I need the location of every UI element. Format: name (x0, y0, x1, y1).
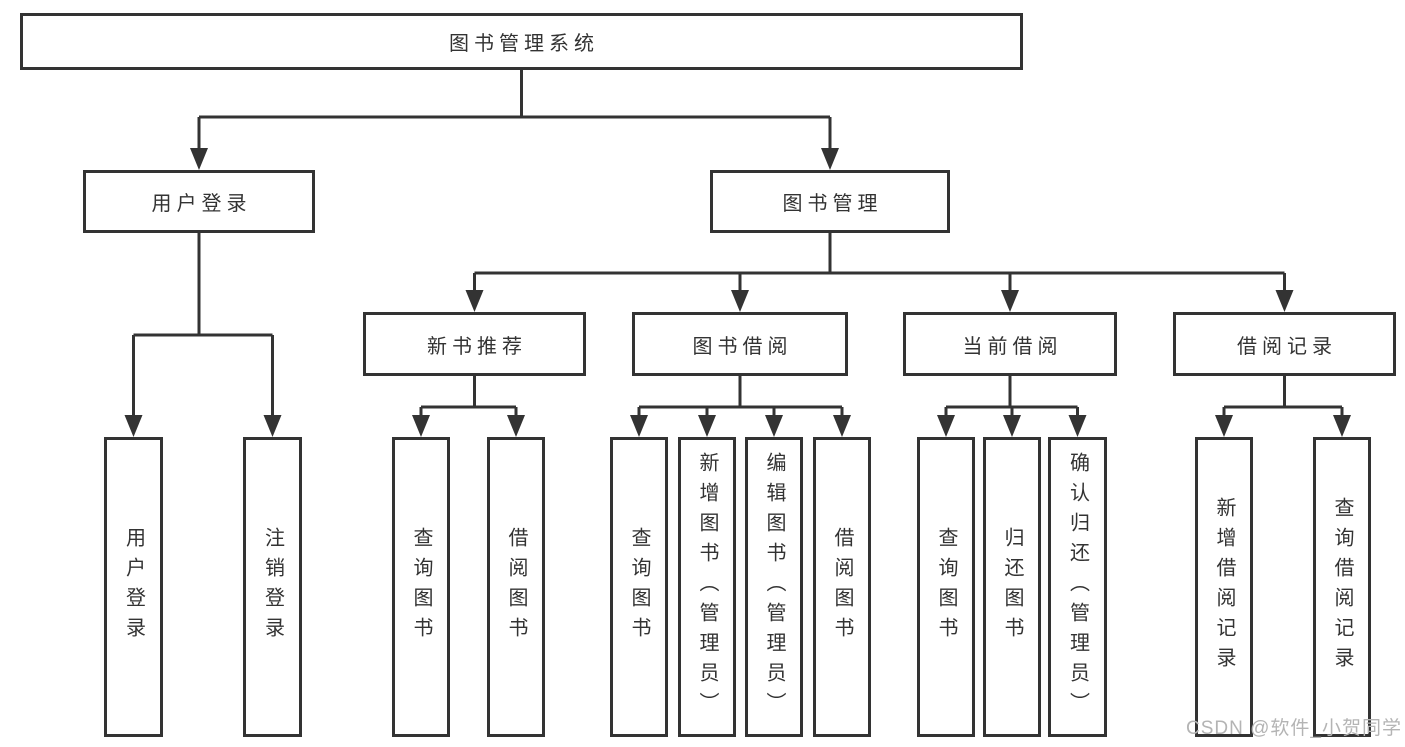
leaf-query-borrow-record: 查询借阅记录 (1313, 437, 1371, 737)
leaf-label: 注销登录 (261, 527, 284, 647)
leaf-label: 查询图书 (935, 527, 957, 647)
node-current-borrowing: 当前借阅 (903, 312, 1117, 376)
leaf-confirm-return-admin: 确认归还（管理员） (1048, 437, 1107, 737)
leaf-edit-book-admin: 编辑图书（管理员） (745, 437, 803, 737)
node-library-management-system: 图书管理系统 (20, 13, 1023, 70)
node-user-login: 用户登录 (83, 170, 315, 233)
leaf-add-borrow-record: 新增借阅记录 (1195, 437, 1253, 737)
arrowhead-icons (124, 148, 1351, 437)
leaf-label: 用户登录 (122, 527, 145, 647)
node-new-book-recommend: 新书推荐 (363, 312, 586, 376)
csdn-watermark: CSDN @软件_小贺同学 (1186, 718, 1402, 739)
leaf-label: 查询借阅记录 (1331, 497, 1353, 677)
leaf-borrow-books-1: 借阅图书 (487, 437, 545, 737)
leaf-label: 借阅图书 (831, 527, 853, 647)
leaf-borrow-books-2: 借阅图书 (813, 437, 871, 737)
leaf-query-books-1: 查询图书 (392, 437, 450, 737)
leaf-user-login: 用户登录 (104, 437, 163, 737)
leaf-label: 新增图书（管理员） (696, 452, 718, 722)
tree-connector-segments (132, 70, 1344, 419)
leaf-logout: 注销登录 (243, 437, 302, 737)
leaf-query-books-2: 查询图书 (610, 437, 668, 737)
leaf-label: 归还图书 (1001, 527, 1023, 647)
leaf-query-books-3: 查询图书 (917, 437, 975, 737)
leaf-label: 新增借阅记录 (1213, 497, 1235, 677)
leaf-add-book-admin: 新增图书（管理员） (678, 437, 736, 737)
node-book-management: 图书管理 (710, 170, 950, 233)
node-borrowing-records: 借阅记录 (1173, 312, 1396, 376)
leaf-label: 查询图书 (410, 527, 432, 647)
leaf-label: 查询图书 (628, 527, 650, 647)
leaf-label: 确认归还（管理员） (1066, 452, 1089, 722)
node-book-borrowing: 图书借阅 (632, 312, 848, 376)
leaf-label: 借阅图书 (505, 527, 527, 647)
leaf-return-book: 归还图书 (983, 437, 1041, 737)
leaf-label: 编辑图书（管理员） (763, 452, 785, 722)
